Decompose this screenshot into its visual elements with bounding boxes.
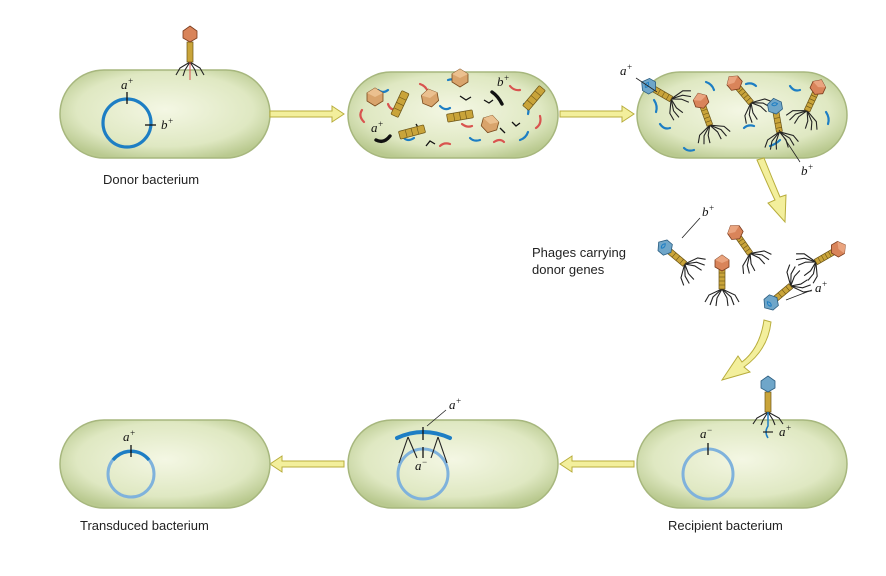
gene-a-label: a (620, 63, 627, 78)
gene-b-label: b (161, 117, 168, 132)
arrow-3 (756, 157, 787, 224)
gene-plus-sign: + (627, 62, 633, 72)
lysing-cell: a+ b+ (347, 68, 559, 159)
gene-a-label: a (371, 120, 378, 135)
svg-text:a+: a+ (620, 62, 633, 78)
gene-plus-sign: + (456, 396, 462, 406)
recipient-label: Recipient bacterium (668, 518, 783, 533)
svg-text:a+: a+ (815, 279, 828, 295)
donor-cell: a+ b+ Donor bacterium (59, 25, 271, 187)
transduced-cell: a+ Transduced bacterium (59, 419, 271, 533)
gene-a-label: a (700, 426, 707, 441)
svg-text:a+: a+ (121, 76, 134, 92)
svg-text:a−: a− (415, 457, 428, 473)
gene-plus-sign: + (709, 203, 715, 213)
arrow-1 (269, 105, 345, 123)
arrow-5 (559, 455, 635, 473)
phages-label-line1: Phages carrying (532, 245, 626, 260)
arrow-6 (269, 455, 345, 473)
released-phages: b+ a+ Phages carrying donor genes (532, 203, 855, 322)
gene-b-label: b (497, 74, 504, 89)
gene-minus-sign: − (707, 425, 713, 435)
gene-a-label: a (121, 77, 128, 92)
svg-text:b+: b+ (801, 162, 814, 178)
phages-label-line2: donor genes (532, 262, 605, 277)
donor-label: Donor bacterium (103, 172, 199, 187)
recombination-cell: a+ a− (347, 396, 559, 509)
recipient-cell: a− a+ Recipient bacterium (636, 375, 848, 533)
gene-b-label: b (702, 204, 709, 219)
gene-plus-sign: + (504, 73, 510, 83)
gene-plus-sign: + (128, 76, 134, 86)
svg-text:a+: a+ (449, 396, 462, 412)
gene-a-label: a (415, 458, 422, 473)
gene-b-label: b (801, 163, 808, 178)
gene-a-label: a (449, 397, 456, 412)
svg-text:a+: a+ (779, 423, 792, 439)
gene-a-label: a (123, 429, 130, 444)
gene-plus-sign: + (822, 279, 828, 289)
gene-a-label: a (779, 424, 786, 439)
svg-text:a−: a− (700, 425, 713, 441)
gene-plus-sign: + (808, 162, 814, 172)
transduced-label: Transduced bacterium (80, 518, 209, 533)
arrow-4 (720, 319, 772, 381)
svg-text:a+: a+ (123, 428, 136, 444)
gene-plus-sign: + (168, 116, 174, 126)
svg-text:b+: b+ (161, 116, 174, 132)
gene-a-label: a (815, 280, 822, 295)
phage-assembly-cell: a+ b+ (620, 62, 848, 178)
gene-minus-sign: − (422, 457, 428, 467)
svg-text:a+: a+ (371, 119, 384, 135)
gene-plus-sign: + (378, 119, 384, 129)
gene-plus-sign: + (130, 428, 136, 438)
arrow-2 (559, 105, 635, 123)
svg-text:b+: b+ (497, 73, 510, 89)
svg-text:b+: b+ (702, 203, 715, 219)
gene-plus-sign: + (786, 423, 792, 433)
